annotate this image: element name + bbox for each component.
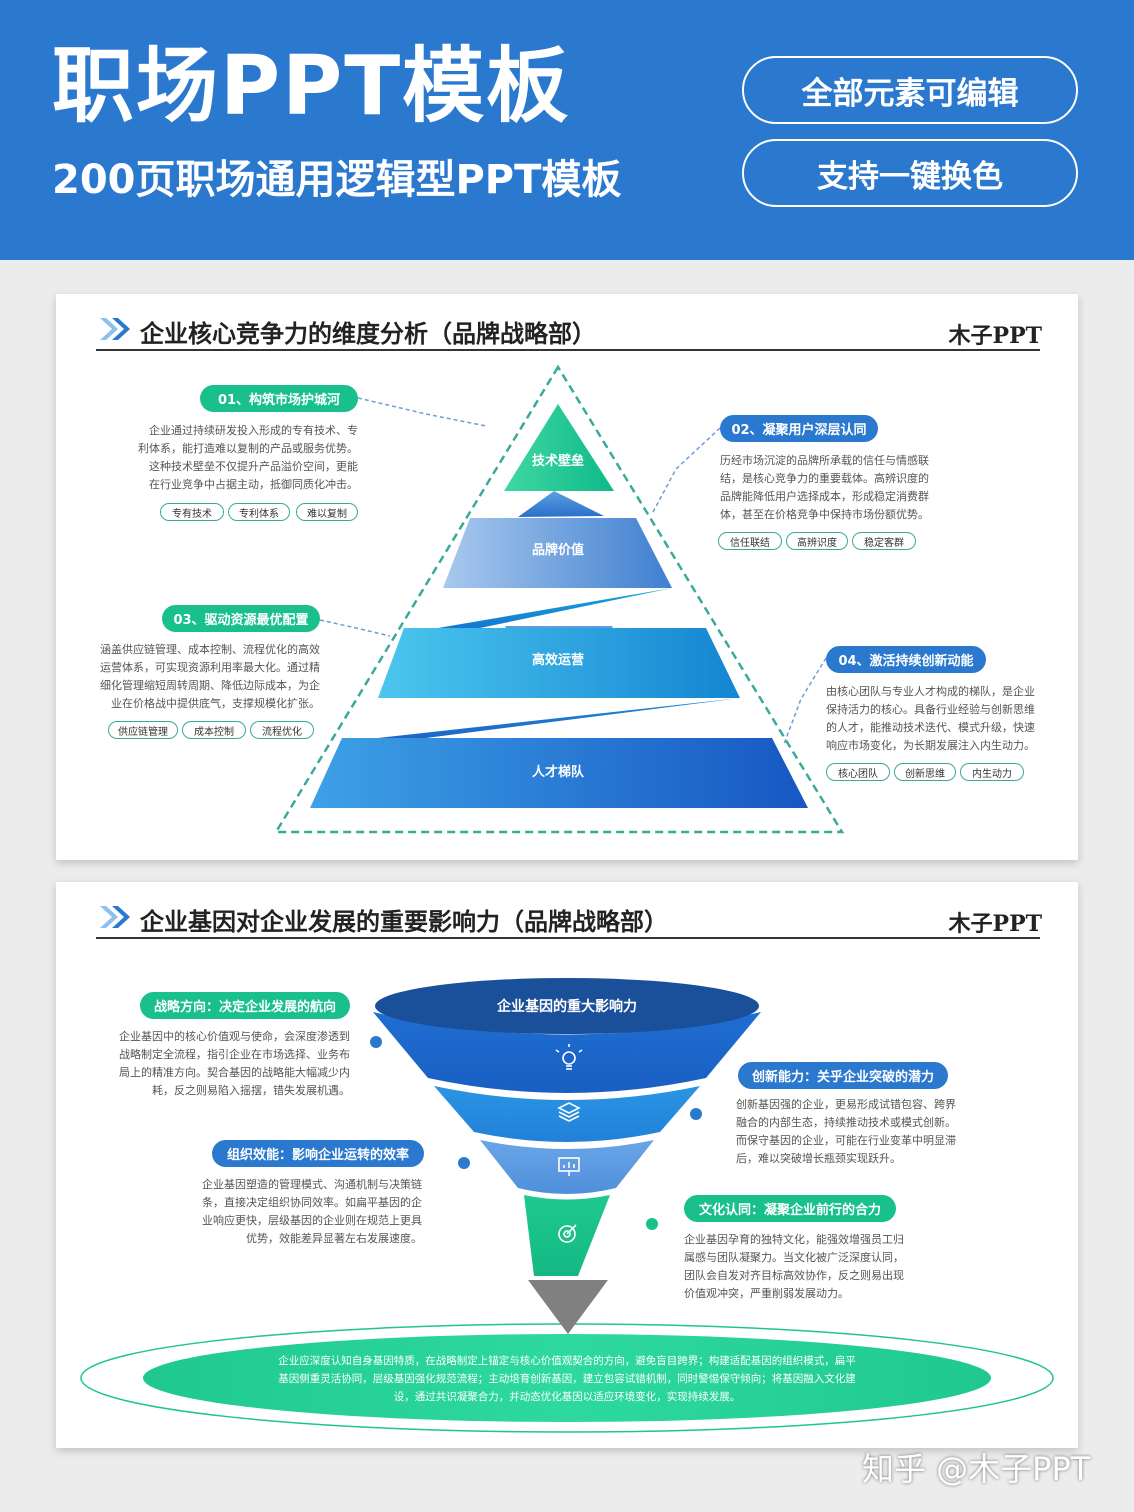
connector-dot <box>458 1157 470 1169</box>
funnel-top-label: 企业基因的重大影响力 <box>496 998 637 1015</box>
level-label-4: 人才梯队 <box>532 764 585 780</box>
keyword-tag: 内生动力 <box>960 763 1024 781</box>
item-01-text: 企业通过持续研发投入形成的专有技术、专利体系，能打造难以复制的产品或服务优势。这… <box>138 424 358 491</box>
connector-dot <box>370 1036 382 1048</box>
keyword-tag: 成本控制 <box>182 721 246 739</box>
chevron-icon <box>100 906 130 928</box>
brand-logo: 木子PPT <box>948 323 1042 349</box>
pyramid-level-3 <box>378 628 740 698</box>
pyramid-level-4 <box>310 738 808 808</box>
leader-line <box>651 427 721 515</box>
slide-title: 企业核心竞争力的维度分析（品牌战略部） <box>140 320 596 348</box>
leader-line <box>783 657 827 745</box>
keyword-tag: 难以复制 <box>296 503 358 521</box>
pyramid-connector <box>438 588 672 628</box>
title-rule <box>96 937 1040 939</box>
brand-logo: 木子PPT <box>948 911 1042 937</box>
pyramid-level-1 <box>504 404 614 491</box>
level-label-3: 高效运营 <box>532 652 584 668</box>
item-04-text: 由核心团队与专业人才构成的梯队，是企业保持活力的核心。具备行业经验与创新思维的人… <box>826 685 1035 752</box>
base-ellipse <box>143 1334 991 1422</box>
innovation-label: 创新能力：关乎企业突破的潜力 <box>738 1062 948 1089</box>
item-02-label: 02、凝聚用户深层认同 <box>720 415 878 442</box>
keyword-tag: 流程优化 <box>250 721 314 739</box>
target-icon <box>558 1224 577 1243</box>
keyword-tag: 信任联结 <box>718 532 782 550</box>
watermark: 知乎 @木子PPT <box>862 1450 1091 1488</box>
strategy-text: 企业基因中的核心价值观与使命，会深度渗透到战略制定全流程，指引企业在市场选择、业… <box>119 1030 350 1097</box>
leader-line <box>319 619 391 637</box>
item-03-text: 涵盖供应链管理、成本控制、流程优化的高效运营体系，可实现资源利用率最大化。通过精… <box>100 643 320 710</box>
title-rule <box>96 349 1040 351</box>
chevron-icon <box>100 318 130 340</box>
organization-text: 企业基因塑造的管理模式、沟通机制与决策链条，直接决定组织协同效率。如扁平基因的企… <box>202 1178 422 1245</box>
funnel-band-2 <box>434 1086 700 1142</box>
keyword-tag: 专利体系 <box>228 503 290 521</box>
keyword-tag: 专有技术 <box>160 503 224 521</box>
funnel-band-4 <box>524 1195 610 1276</box>
slide-title: 企业基因对企业发展的重要影响力（品牌战略部） <box>140 908 668 936</box>
layers-icon <box>557 1102 581 1122</box>
funnel-band-3 <box>480 1140 654 1194</box>
badge-recolor: 支持一键换色 <box>742 139 1078 207</box>
level-label-1: 技术壁垒 <box>532 453 584 469</box>
connector-dot <box>690 1108 702 1120</box>
funnel-tip <box>528 1280 608 1334</box>
funnel-slide: 企业基因对企业发展的重要影响力（品牌战略部） 木子PPT 企业基因的重大影响力 <box>56 882 1078 1448</box>
leader-line <box>357 397 487 427</box>
pyramid-outline <box>273 364 845 834</box>
level-label-2: 品牌价值 <box>532 542 584 558</box>
culture-text: 企业基因孕育的独特文化，能强效增强员工归属感与团队凝聚力。当文化被广泛深度认同，… <box>684 1233 904 1300</box>
innovation-text: 创新基因强的企业，更易形成试错包容、跨界融合的内部生态，持续推动技术或模式创新。… <box>736 1098 956 1165</box>
funnel-diagram: 企业基因的重大影响力 <box>80 978 1054 1433</box>
badge-editable: 全部元素可编辑 <box>742 56 1078 124</box>
header-banner: 职场PPT模板 200页职场通用逻辑型PPT模板 全部元素可编辑 支持一键换色 <box>0 0 1134 260</box>
sub-title: 200页职场通用逻辑型PPT模板 <box>52 157 622 203</box>
organization-label: 组织效能：影响企业运转的效率 <box>212 1140 424 1167</box>
main-title: 职场PPT模板 <box>52 39 571 134</box>
pyramid-level-2 <box>443 518 672 588</box>
item-01-label: 01、构筑市场护城河 <box>200 385 358 412</box>
keyword-tag: 创新思维 <box>894 763 956 781</box>
pyramid-connector <box>378 698 740 738</box>
keyword-tag: 稳定客群 <box>852 532 916 550</box>
item-04-label: 04、激活持续创新动能 <box>826 646 986 673</box>
funnel-top-ellipse <box>375 978 759 1034</box>
item-02-text: 历经市场沉淀的品牌所承载的信任与情感联结，是核心竞争力的重要载体。高辨识度的品牌… <box>720 454 929 521</box>
presentation-chart-icon <box>558 1157 580 1176</box>
pyramid-slide: 企业核心竞争力的维度分析（品牌战略部） 木子PPT 技术壁垒 品牌价值 高效运营… <box>56 294 1078 860</box>
strategy-label: 战略方向：决定企业发展的航向 <box>140 992 350 1019</box>
connector-dot <box>646 1218 658 1230</box>
pyramid-diagram: 技术壁垒 品牌价值 高效运营 人才梯队 <box>273 364 845 834</box>
item-03-label: 03、驱动资源最优配置 <box>162 605 320 632</box>
keyword-tag: 核心团队 <box>826 763 890 781</box>
keyword-tag: 高辨识度 <box>786 532 848 550</box>
keyword-tag: 供应链管理 <box>108 721 178 739</box>
culture-label: 文化认同：凝聚企业前行的合力 <box>684 1195 896 1222</box>
summary-text: 企业应深度认知自身基因特质，在战略制定上锚定与核心价值观契合的方向，避免盲目跨界… <box>278 1355 856 1403</box>
lightbulb-icon <box>555 1044 583 1070</box>
pyramid-connector <box>518 491 604 517</box>
